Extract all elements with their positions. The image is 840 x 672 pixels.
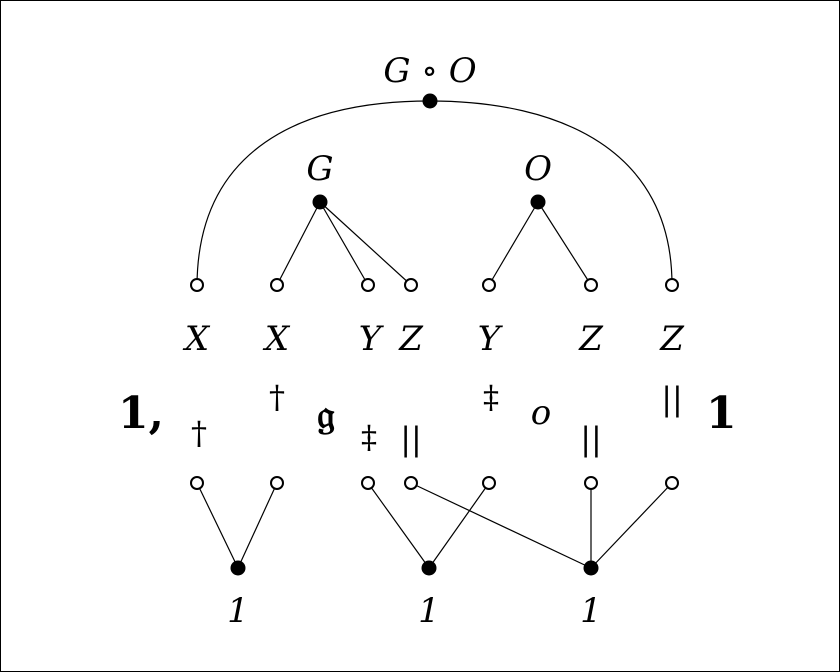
left-unit-symbol: 1, [118,388,164,439]
unit-label: 1 [580,591,602,631]
top-leaf [361,278,375,292]
top-leaf [190,278,204,292]
o-symbol: o [531,393,551,433]
g-label: G [306,149,333,189]
root-node [422,93,438,109]
unit1-edge-b [237,482,278,569]
parallel-marker: || [400,420,422,458]
leaf-label: Z [398,319,424,359]
top-leaf [404,278,418,292]
double-dagger-marker: ‡ [483,378,499,416]
bottom-leaf [404,476,418,490]
leaf-label: X [262,319,291,359]
top-leaf [270,278,284,292]
frak-g-symbol: 𝔤 [317,391,335,438]
leaf-label: Y [359,319,385,359]
unit-node [583,560,599,576]
unit-label: 1 [227,591,249,631]
o-edge-z [537,201,592,286]
leaf-label: Y [478,319,504,359]
o-label: O [524,149,552,189]
parallel-marker: || [661,380,683,418]
leaf-label: X [182,319,211,359]
unit-node [421,560,437,576]
unit2-edge-b [428,482,490,569]
leaf-label: Z [659,319,685,359]
unit3-edge-c [590,482,673,569]
top-leaf [665,278,679,292]
top-leaf [482,278,496,292]
bottom-leaf [584,476,598,490]
unit2-edge-a [367,482,430,569]
g-edge-y [319,201,369,286]
parallel-marker: || [580,420,602,458]
root-label: G ∘ O [383,51,476,91]
root-edge-right [429,100,673,286]
root-edge-left [196,100,431,286]
g-edge-z [319,201,412,286]
unit1-edge-a [196,482,239,569]
dagger-marker: † [269,378,285,416]
top-leaf [584,278,598,292]
g-edge-x [276,201,321,286]
bottom-leaf [190,476,204,490]
dagger-marker: † [191,414,207,452]
leaf-label: Z [578,319,604,359]
unit3-edge-a [410,482,592,569]
bottom-leaf [665,476,679,490]
bottom-leaf [361,476,375,490]
bottom-leaf [270,476,284,490]
unit-node [230,560,246,576]
o-edge-y [488,201,539,286]
o-node [530,194,546,210]
g-node [312,194,328,210]
unit-label: 1 [418,591,440,631]
bottom-leaf [482,476,496,490]
right-unit-symbol: 1 [706,388,737,439]
double-dagger-marker: ‡ [361,418,377,456]
